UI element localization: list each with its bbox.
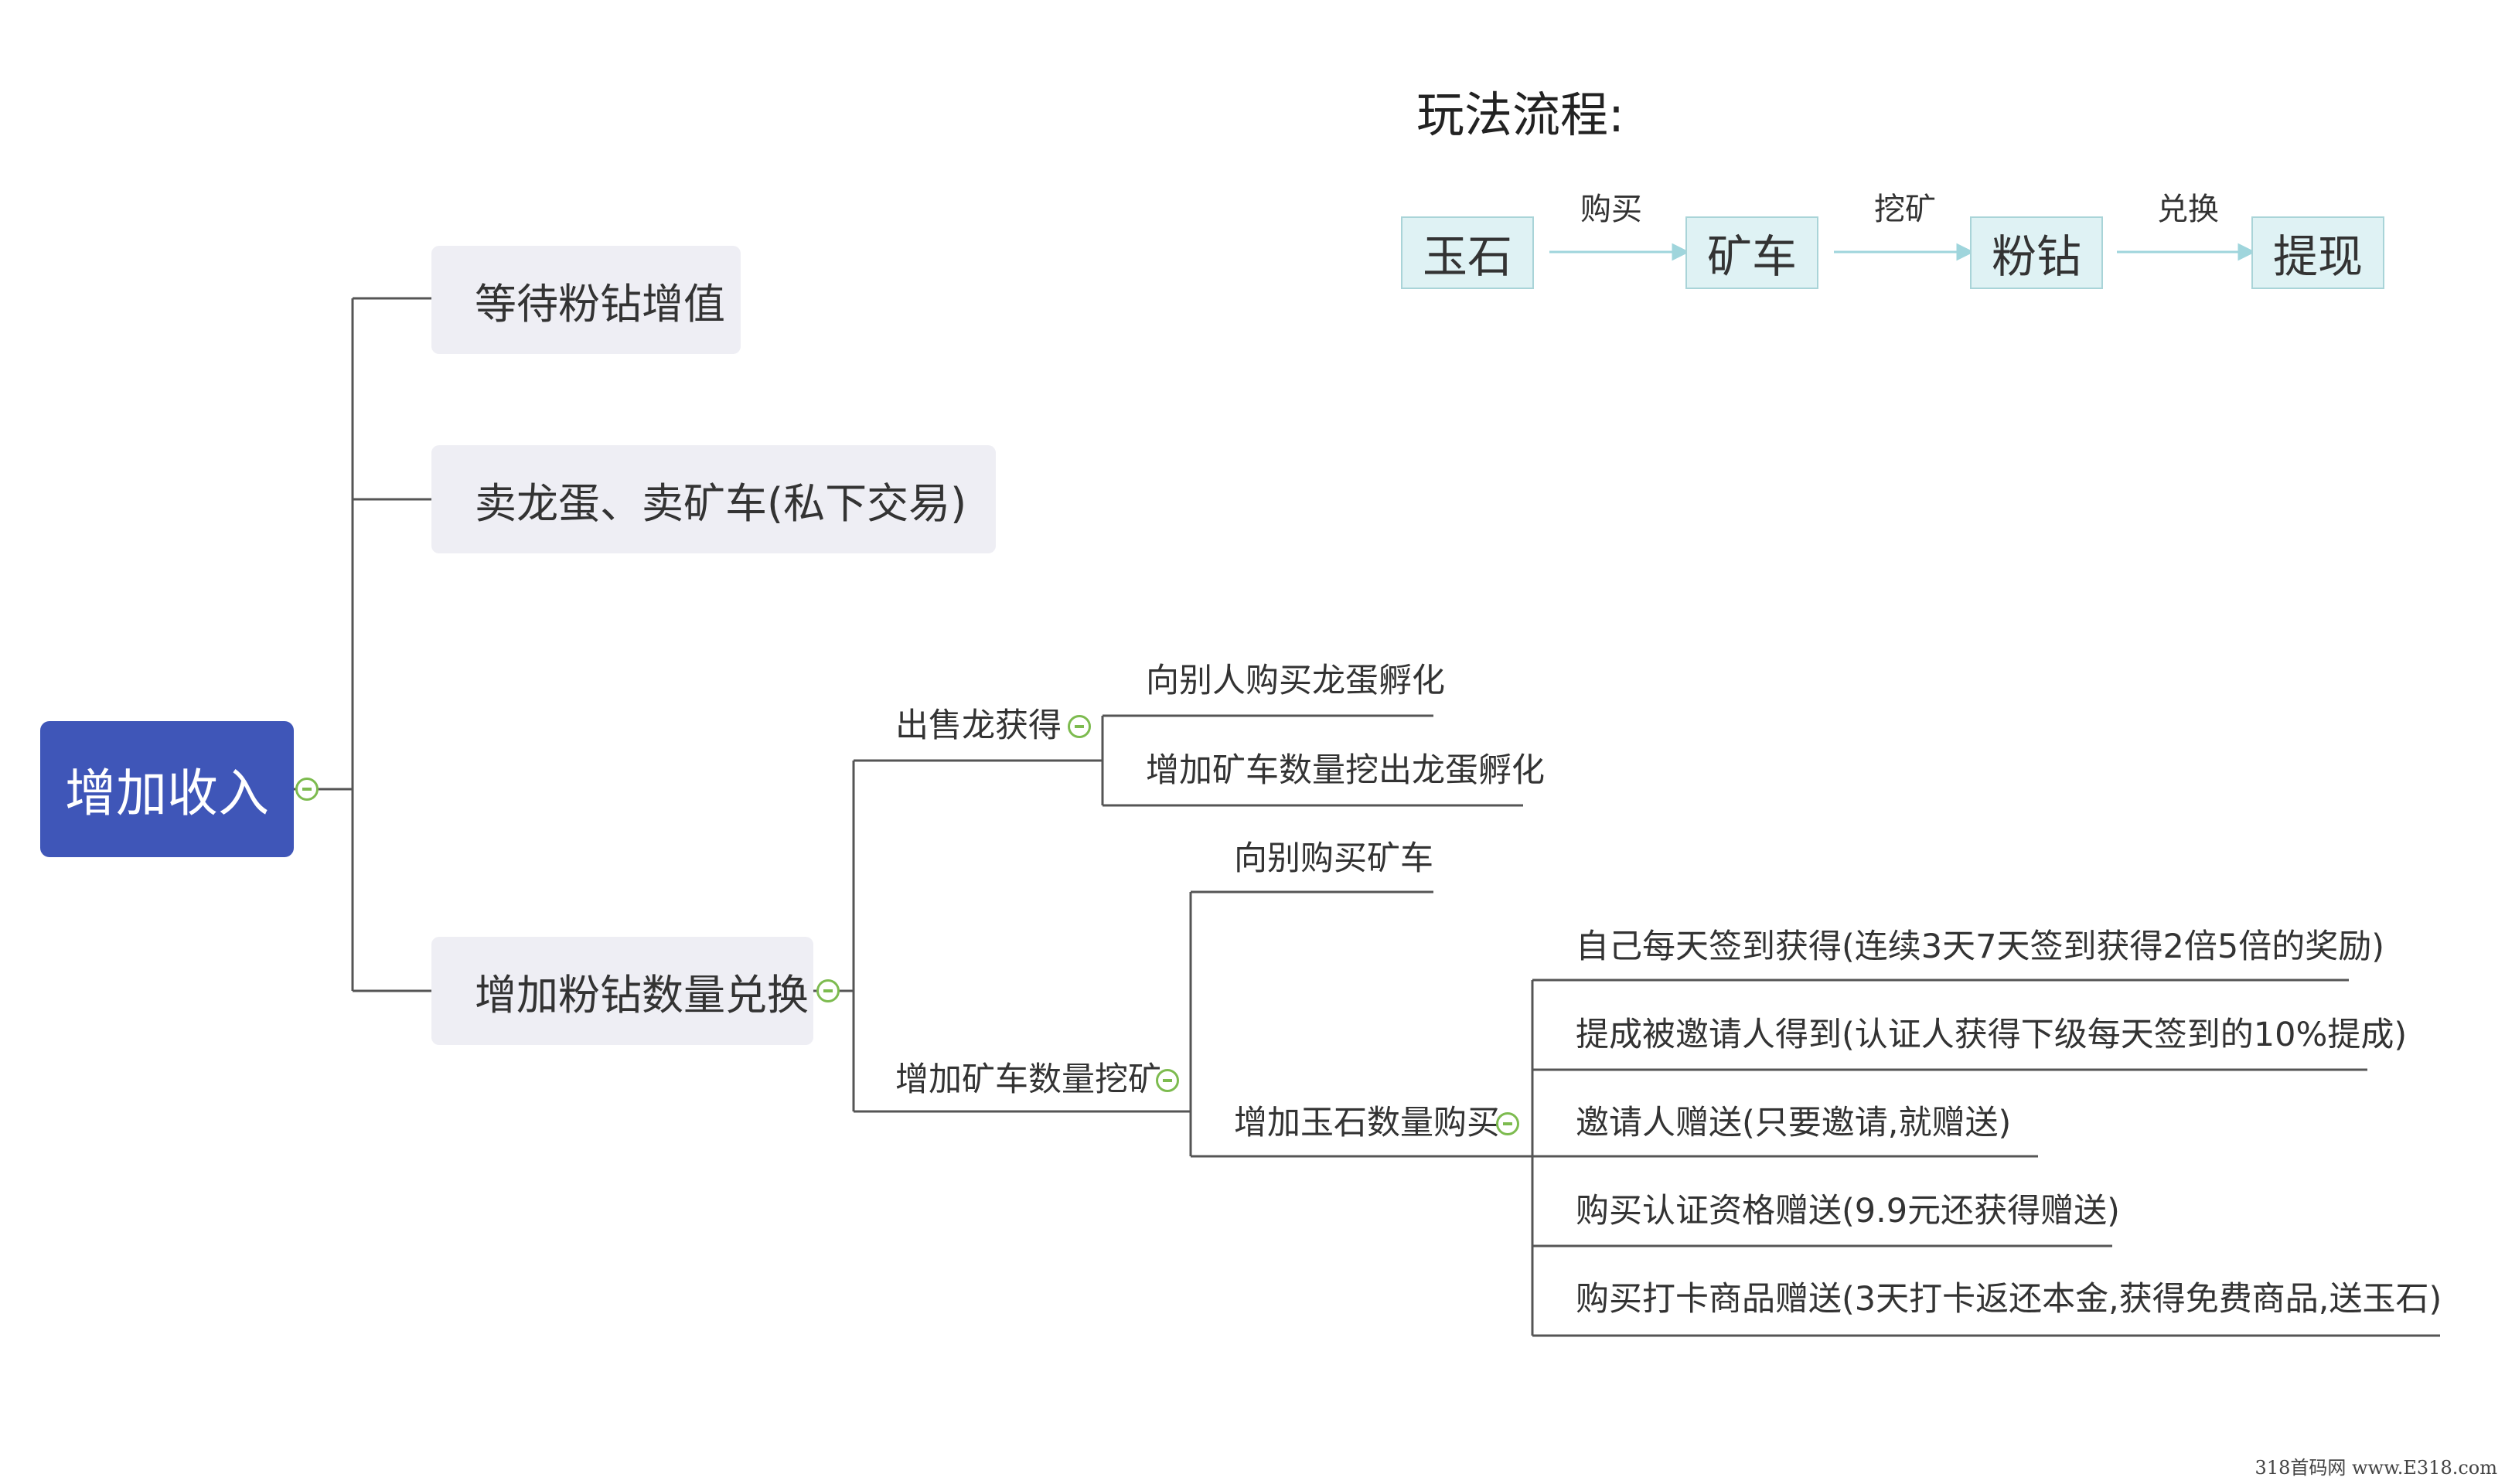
node-more-jade[interactable]: 增加玉石数量购买 xyxy=(1234,1104,1500,1142)
flow-node-diamond: 粉钻 xyxy=(1970,216,2103,289)
collapse-toggle-icon[interactable] xyxy=(1496,1112,1519,1135)
node-buy-dragon-egg[interactable]: 向别人购买龙蛋孵化 xyxy=(1146,662,1445,700)
flow-title: 玩法流程: xyxy=(1416,87,1624,143)
node-sell-dragon[interactable]: 出售龙获得 xyxy=(895,706,1062,745)
collapse-toggle-icon[interactable] xyxy=(1156,1069,1179,1092)
node-jade-checkin-goods-gift[interactable]: 购买打卡商品赠送(3天打卡返还本金,获得免费商品,送玉石) xyxy=(1576,1280,2442,1319)
flow-node-cart: 矿车 xyxy=(1685,216,1818,289)
node-more-carts[interactable]: 增加矿车数量挖矿 xyxy=(895,1060,1161,1099)
node-buy-carts[interactable]: 向别购买矿车 xyxy=(1234,839,1433,878)
flow-node-withdraw: 提现 xyxy=(2251,216,2384,289)
flow-edge-mine: 挖矿 xyxy=(1874,192,1936,227)
flow-edge-buy: 购买 xyxy=(1580,192,1642,227)
flow-node-jade: 玉石 xyxy=(1401,216,1534,289)
branch-exchange[interactable]: 增加粉钻数量兑换 xyxy=(431,937,813,1045)
node-jade-daily-signin[interactable]: 自己每天签到获得(连续3天7天签到获得2倍5倍的奖励) xyxy=(1576,928,2384,966)
node-jade-invitee-commission[interactable]: 提成被邀请人得到(认证人获得下级每天签到的10%提成) xyxy=(1576,1016,2408,1054)
branch-wait-diamond[interactable]: 等待粉钻增值 xyxy=(431,246,741,354)
mindmap-root[interactable]: 增加收入 xyxy=(40,721,294,857)
collapse-toggle-icon[interactable] xyxy=(1068,715,1091,738)
collapse-toggle-icon[interactable] xyxy=(816,979,840,1002)
flow-edge-exchange: 兑换 xyxy=(2157,192,2219,227)
collapse-toggle-icon[interactable] xyxy=(295,778,319,801)
node-jade-inviter-gift[interactable]: 邀请人赠送(只要邀请,就赠送) xyxy=(1576,1104,2012,1142)
node-jade-certification-gift[interactable]: 购买认证资格赠送(9.9元还获得赠送) xyxy=(1576,1192,2120,1230)
watermark: 318首码网 www.E318.com xyxy=(2254,1457,2497,1479)
branch-sell-private[interactable]: 卖龙蛋、卖矿车(私下交易) xyxy=(431,445,996,553)
node-mine-dragon-egg[interactable]: 增加矿车数量挖出龙蛋孵化 xyxy=(1146,751,1545,790)
